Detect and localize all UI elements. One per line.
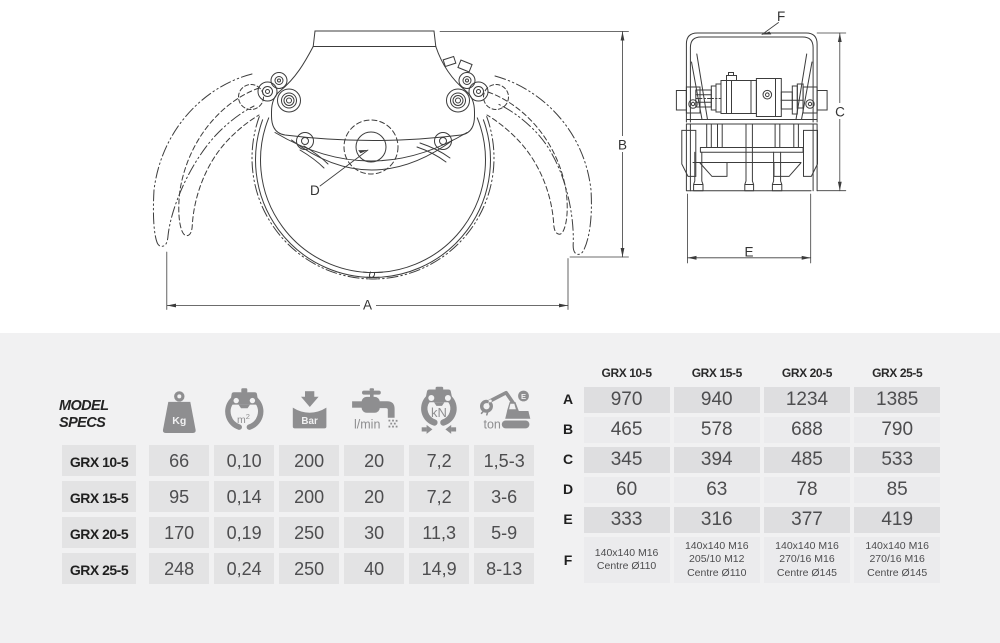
svg-text:l/min: l/min: [354, 418, 380, 432]
svg-text:E: E: [521, 392, 526, 401]
svg-text:m2: m2: [237, 412, 250, 426]
svg-text:F: F: [777, 9, 785, 24]
svg-text:C: C: [835, 105, 845, 120]
svg-text:kN: kN: [431, 405, 447, 420]
svg-text:B: B: [618, 138, 627, 153]
svg-text:A: A: [363, 298, 372, 313]
svg-text:ton: ton: [484, 418, 501, 432]
svg-text:Kg: Kg: [172, 415, 186, 427]
svg-text:Bar: Bar: [301, 416, 318, 427]
svg-text:E: E: [744, 244, 753, 259]
svg-text:D: D: [310, 183, 320, 198]
